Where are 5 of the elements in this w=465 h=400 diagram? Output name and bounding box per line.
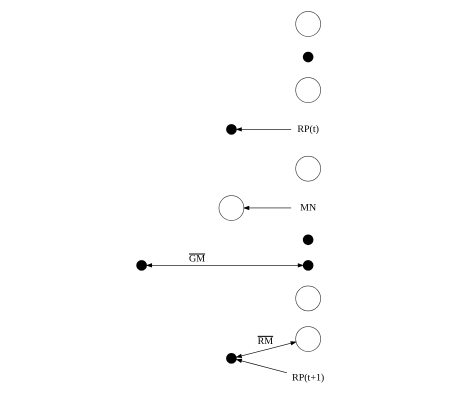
node-text: RP(t): [296, 123, 318, 134]
node-text: RP(t+1): [292, 372, 324, 384]
node-text: MN: [300, 202, 316, 213]
edge-label: RM: [257, 335, 273, 346]
edge-label: GM: [188, 253, 205, 264]
